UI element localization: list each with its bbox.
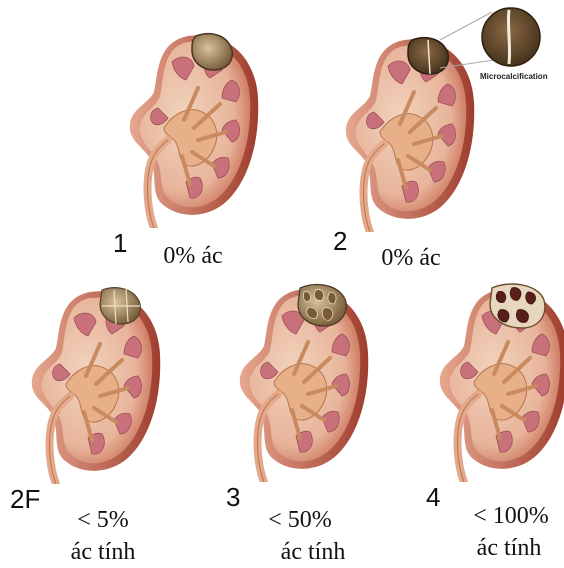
complex-cyst-3 (298, 284, 346, 326)
risk-label-3-line2: ác tính (258, 538, 368, 566)
risk-label-4-line2: ác tính (456, 534, 562, 562)
septated-cyst-2f (100, 288, 140, 324)
category-number-2f: 2F (10, 484, 40, 515)
risk-label-3-line1: < 50% (250, 506, 350, 534)
malignant-cyst-4 (490, 284, 545, 328)
category-number-2: 2 (333, 226, 347, 257)
risk-label-4-line1: < 100% (458, 502, 564, 530)
risk-label-2f-line2: ác tính (48, 538, 158, 566)
microcalcification-label: Microcalcification (480, 72, 548, 81)
kidney-illustration-2f (30, 284, 166, 484)
risk-label-2f-line1: < 5% (58, 506, 148, 534)
kidney-illustration-4 (438, 282, 564, 482)
kidney-illustration-3 (238, 282, 374, 482)
risk-label-2: 0% ác (356, 244, 466, 272)
microcalcification-magnified (480, 6, 542, 68)
category-number-3: 3 (226, 482, 240, 513)
category-number-4: 4 (426, 482, 440, 513)
